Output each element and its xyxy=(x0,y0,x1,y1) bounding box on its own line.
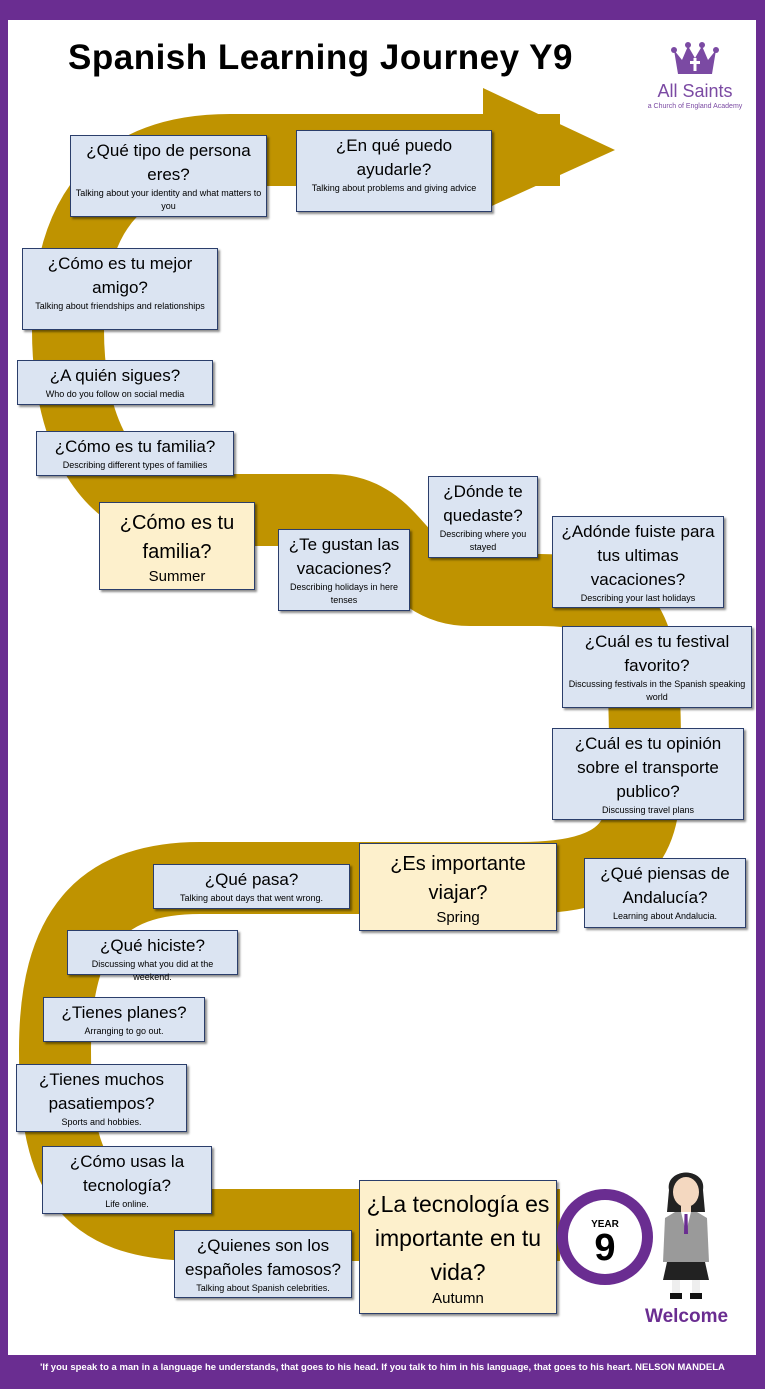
topic-box: ¿Qué pasa? Talking about days that went … xyxy=(153,864,350,909)
topic-box: ¿Dónde te quedaste? Describing where you… xyxy=(428,476,538,558)
topic-box: ¿Cómo es tu familia? Describing differen… xyxy=(36,431,234,476)
topic-box: ¿Qué hiciste? Discussing what you did at… xyxy=(67,930,238,982)
term-box-autumn: ¿La tecnología es importante en tu vida?… xyxy=(359,1180,557,1314)
school-logo: All Saints a Church of England Academy xyxy=(640,40,750,120)
topic-box: ¿Qué piensas de Andalucía? Learning abou… xyxy=(584,858,746,928)
topic-box: ¿Tienes planes? Arranging to go out. xyxy=(43,997,205,1042)
topic-box: ¿Cómo usas la tecnología? Life online. xyxy=(42,1146,212,1214)
school-subtitle: a Church of England Academy xyxy=(647,103,743,110)
year-badge: YEAR 9 xyxy=(557,1189,653,1285)
topic-box: ¿Cómo es tu mejor amigo? Talking about f… xyxy=(22,248,218,330)
term-box-spring: ¿Es importante viajar? Spring xyxy=(359,843,557,931)
student-icon xyxy=(663,1172,709,1299)
topic-box: ¿Cuál es tu opinión sobre el transporte … xyxy=(552,728,744,820)
school-name: All Saints xyxy=(657,81,733,101)
crown-cross-icon xyxy=(671,42,719,74)
footer-quote: 'If you speak to a man in a language he … xyxy=(40,1362,725,1373)
page-title: Spanish Learning Journey Y9 xyxy=(68,38,573,77)
topic-box: ¿Cuál es tu festival favorito? Discussin… xyxy=(562,626,752,708)
topic-box: ¿Te gustan las vacaciones? Describing ho… xyxy=(278,529,410,611)
year-label: YEAR xyxy=(591,1219,619,1230)
arrow-head xyxy=(483,88,615,210)
topic-box: ¿Quienes son los españoles famosos? Talk… xyxy=(174,1230,352,1298)
year-number: 9 xyxy=(594,1227,616,1269)
topic-box: ¿Qué tipo de persona eres? Talking about… xyxy=(70,135,267,217)
topic-box: ¿En qué puedo ayudarle? Talking about pr… xyxy=(296,130,492,212)
topic-box: ¿Tienes muchos pasatiempos? Sports and h… xyxy=(16,1064,187,1132)
welcome-label: Welcome xyxy=(645,1306,729,1327)
term-box-summer: ¿Cómo es tu familia? Summer xyxy=(99,502,255,590)
topic-box: ¿A quién sigues? Who do you follow on so… xyxy=(17,360,213,405)
topic-box: ¿Adónde fuiste para tus ultimas vacacion… xyxy=(552,516,724,608)
